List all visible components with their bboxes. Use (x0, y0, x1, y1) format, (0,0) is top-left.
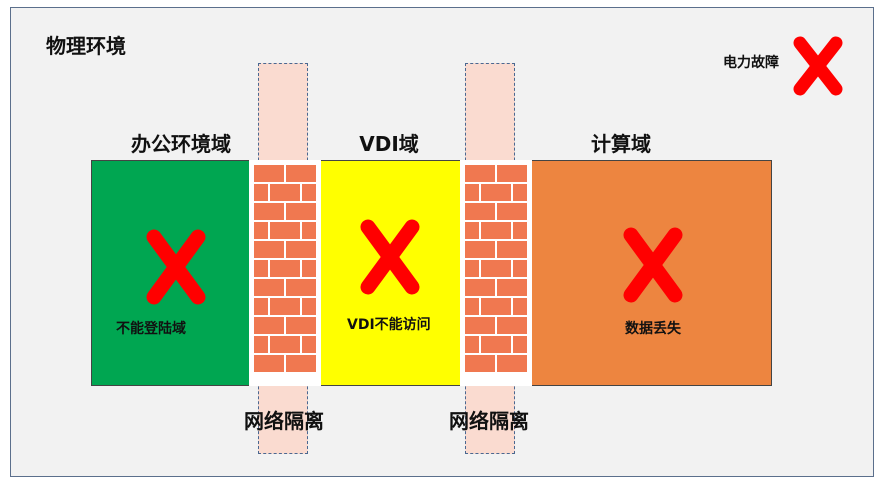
brick (302, 298, 316, 315)
brick (481, 336, 511, 353)
brick (513, 336, 527, 353)
compute-domain-label: 计算域 (591, 132, 651, 156)
brick (254, 241, 284, 258)
compute-status-text: 数据丢失 (625, 321, 681, 337)
firewall-left (249, 160, 321, 386)
brick (497, 355, 527, 372)
brick (286, 279, 316, 296)
brick (254, 260, 268, 277)
power-failure-x-icon (793, 36, 843, 96)
brick (513, 298, 527, 315)
brick (465, 184, 479, 201)
brick (254, 279, 284, 296)
brick (465, 336, 479, 353)
office-status-text: 不能登陆域 (116, 321, 186, 337)
office-failure-x-icon (146, 229, 206, 305)
brick (481, 260, 511, 277)
brick (254, 184, 268, 201)
brick (270, 260, 300, 277)
vdi-failure-x-icon (360, 219, 420, 295)
brick (513, 184, 527, 201)
brick (254, 317, 284, 334)
network-isolation-label-left: 网络隔离 (244, 409, 324, 433)
brick (465, 355, 495, 372)
brick (465, 222, 479, 239)
brick (481, 298, 511, 315)
brick (286, 355, 316, 372)
brick (497, 241, 527, 258)
brick (254, 165, 284, 182)
office-domain-label: 办公环境域 (131, 132, 231, 156)
network-isolation-label-right: 网络隔离 (449, 409, 529, 433)
brick (302, 222, 316, 239)
vdi-status-text: VDI不能访问 (347, 317, 431, 333)
brick (481, 222, 511, 239)
brick (465, 165, 495, 182)
brick (254, 336, 268, 353)
brick (465, 203, 495, 220)
brick (270, 298, 300, 315)
brick (302, 336, 316, 353)
legend-label: 电力故障 (723, 55, 779, 71)
brick (270, 222, 300, 239)
brick (254, 298, 268, 315)
brick (254, 222, 268, 239)
brick (270, 184, 300, 201)
firewall-right (460, 160, 532, 386)
brick (513, 222, 527, 239)
brick (465, 298, 479, 315)
brick (497, 279, 527, 296)
brick (254, 355, 284, 372)
vdi-domain-label: VDI域 (359, 132, 419, 156)
brick (513, 260, 527, 277)
compute-failure-x-icon (623, 227, 683, 303)
brick (286, 203, 316, 220)
brick (302, 260, 316, 277)
brick (465, 279, 495, 296)
brick (497, 317, 527, 334)
brick (497, 165, 527, 182)
brick (270, 336, 300, 353)
brick (286, 241, 316, 258)
brick (302, 184, 316, 201)
brick (465, 260, 479, 277)
brick (286, 165, 316, 182)
brick (465, 317, 495, 334)
brick (286, 317, 316, 334)
brick (254, 203, 284, 220)
brick (481, 184, 511, 201)
page-title: 物理环境 (46, 34, 126, 58)
brick (465, 241, 495, 258)
brick (497, 203, 527, 220)
